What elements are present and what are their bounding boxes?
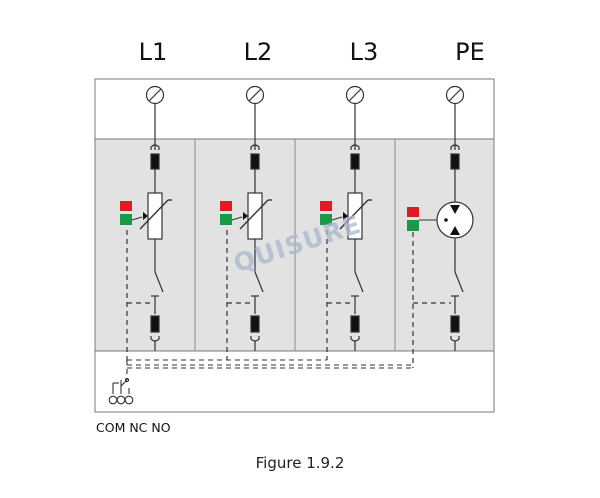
- terminal-com-icon: [108, 395, 118, 405]
- indicator-red-pe: [407, 207, 419, 217]
- thermal-disconnect-switch: [454, 271, 464, 293]
- contact-terminal-label: COM NC NO: [96, 420, 171, 435]
- terminal-no-icon: [124, 395, 134, 405]
- remote-signal-bus: [126, 359, 413, 380]
- fuse-top-icon: [250, 153, 260, 170]
- thermal-disconnect-switch: [154, 271, 164, 293]
- pole-l3-circuit: [326, 85, 372, 360]
- indicator-green-l3: [320, 214, 332, 225]
- indicator-red-l1: [120, 201, 132, 211]
- varistor-icon: [147, 192, 163, 240]
- thermal-disconnect-switch: [254, 271, 264, 293]
- pole-pe-circuit: [412, 85, 474, 368]
- terminal-nc-icon: [116, 395, 126, 405]
- pole-label-l2: L2: [244, 38, 273, 66]
- fuse-bottom-icon: [350, 315, 360, 333]
- indicator-green-l2: [220, 214, 232, 225]
- indicator-red-l2: [220, 201, 232, 211]
- remote-contact-icon: [108, 377, 134, 405]
- varistor-icon: [247, 192, 263, 240]
- pole-l2-circuit: [226, 85, 272, 360]
- fuse-bottom-icon: [450, 315, 460, 333]
- pole-label-l1: L1: [139, 38, 168, 66]
- pole-l1-circuit: [126, 85, 172, 365]
- thermal-disconnect-switch: [354, 271, 364, 293]
- pole-label-pe: PE: [455, 38, 485, 66]
- fuse-top-icon: [450, 153, 460, 170]
- fuse-top-icon: [150, 153, 160, 170]
- figure-caption: Figure 1.9.2: [255, 454, 345, 472]
- pole-label-l3: L3: [350, 38, 379, 66]
- fuse-bottom-icon: [250, 315, 260, 333]
- indicator-green-pe: [407, 220, 419, 231]
- fuse-bottom-icon: [150, 315, 160, 333]
- fuse-top-icon: [350, 153, 360, 170]
- indicator-green-l1: [120, 214, 132, 225]
- indicator-red-l3: [320, 201, 332, 211]
